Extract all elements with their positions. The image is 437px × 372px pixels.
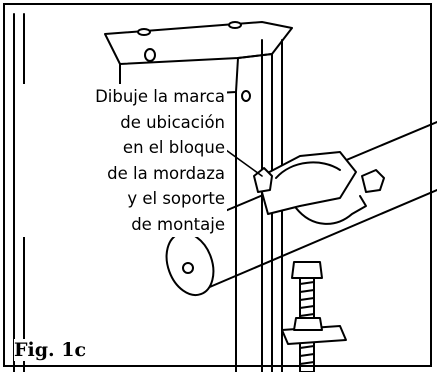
clamp-lower-jaw xyxy=(295,195,367,225)
callout-line: en el bloque xyxy=(122,138,225,157)
bracket-hole xyxy=(137,28,151,36)
callout-line: de ubicación xyxy=(120,112,225,132)
bracket-slot xyxy=(241,90,251,102)
callout-line: de la mordaza xyxy=(107,163,225,183)
tube-end-cap xyxy=(182,262,194,274)
tube-lower-edge xyxy=(197,189,437,293)
callout-line: Dibuje la marca xyxy=(95,87,225,106)
figure-label: Fig. 1c xyxy=(14,339,91,361)
rod-nut xyxy=(291,261,323,279)
callout-line: de montaje xyxy=(131,214,225,234)
clamp-block xyxy=(257,151,357,215)
figure-frame xyxy=(3,3,432,367)
bracket-hole xyxy=(144,48,156,62)
clamp-nut-right xyxy=(361,169,385,193)
callout-line: y el soporte xyxy=(127,189,225,208)
callout-leader xyxy=(225,149,263,177)
lower-plate-nut xyxy=(293,317,323,331)
bracket-vertical-plate xyxy=(237,53,273,372)
callout-text: Dibuje la marca de ubicación en el bloqu… xyxy=(20,84,227,237)
clamp-saddle xyxy=(275,161,341,179)
bracket-hole xyxy=(228,21,242,29)
